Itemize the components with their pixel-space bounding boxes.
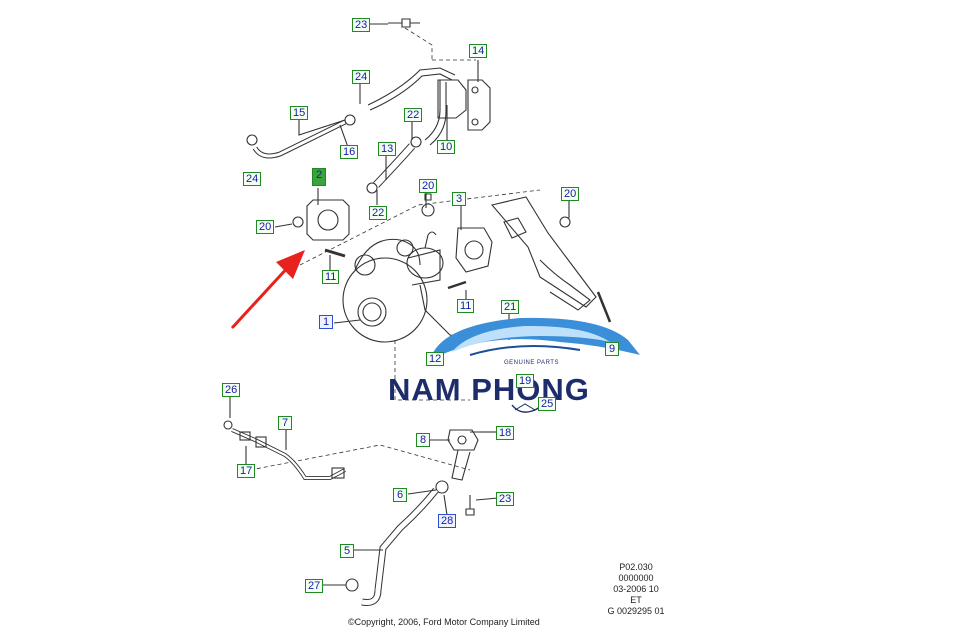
callout-3[interactable]: 3 <box>452 192 466 206</box>
callout-25[interactable]: 25 <box>538 397 557 411</box>
copyright-text: ©Copyright, 2006, Ford Motor Company Lim… <box>348 617 540 627</box>
callout-5[interactable]: 5 <box>340 544 354 558</box>
callout-20-right[interactable]: 20 <box>561 187 580 201</box>
callout-7[interactable]: 7 <box>278 416 292 430</box>
callout-6[interactable]: 6 <box>393 488 407 502</box>
callout-19[interactable]: 19 <box>516 374 535 388</box>
callout-1[interactable]: 1 <box>319 315 333 329</box>
callout-23[interactable]: 23 <box>352 18 371 32</box>
drawing-codes: P02.030 0000000 03-2006 10 ET G 0029295 … <box>606 562 666 617</box>
callout-14[interactable]: 14 <box>469 44 488 58</box>
callout-13[interactable]: 13 <box>378 142 397 156</box>
callout-12[interactable]: 12 <box>426 352 445 366</box>
callout-20-left[interactable]: 20 <box>256 220 275 234</box>
callout-21[interactable]: 21 <box>501 300 520 314</box>
code-line: P02.030 <box>619 562 653 572</box>
callout-17[interactable]: 17 <box>237 464 256 478</box>
code-line: 03-2006 10 <box>613 584 659 594</box>
callout-22-lower[interactable]: 22 <box>369 206 388 220</box>
callout-18[interactable]: 18 <box>496 426 515 440</box>
callout-23-lower[interactable]: 23 <box>496 492 515 506</box>
logo-tagline: GENUINE PARTS <box>504 360 559 366</box>
callout-26[interactable]: 26 <box>222 383 241 397</box>
callout-22[interactable]: 22 <box>404 108 423 122</box>
callout-16[interactable]: 16 <box>340 145 359 159</box>
callout-10[interactable]: 10 <box>437 140 456 154</box>
callout-8[interactable]: 8 <box>416 433 430 447</box>
callout-28[interactable]: 28 <box>438 514 457 528</box>
red-arrow <box>230 250 305 330</box>
callout-2-highlighted[interactable]: 2 <box>312 168 326 186</box>
callout-24[interactable]: 24 <box>352 70 371 84</box>
callout-20[interactable]: 20 <box>419 179 438 193</box>
callout-11-right[interactable]: 11 <box>457 299 475 313</box>
logo-wordmark: NAM PHONG <box>388 372 590 407</box>
code-line: G 0029295 01 <box>607 606 665 616</box>
callout-15[interactable]: 15 <box>290 106 309 120</box>
callout-11[interactable]: 11 <box>322 270 340 284</box>
code-line: 0000000 <box>618 573 654 583</box>
callout-24-lower[interactable]: 24 <box>243 172 262 186</box>
callout-9[interactable]: 9 <box>605 342 619 356</box>
callout-27[interactable]: 27 <box>305 579 324 593</box>
code-line: ET <box>630 595 642 605</box>
